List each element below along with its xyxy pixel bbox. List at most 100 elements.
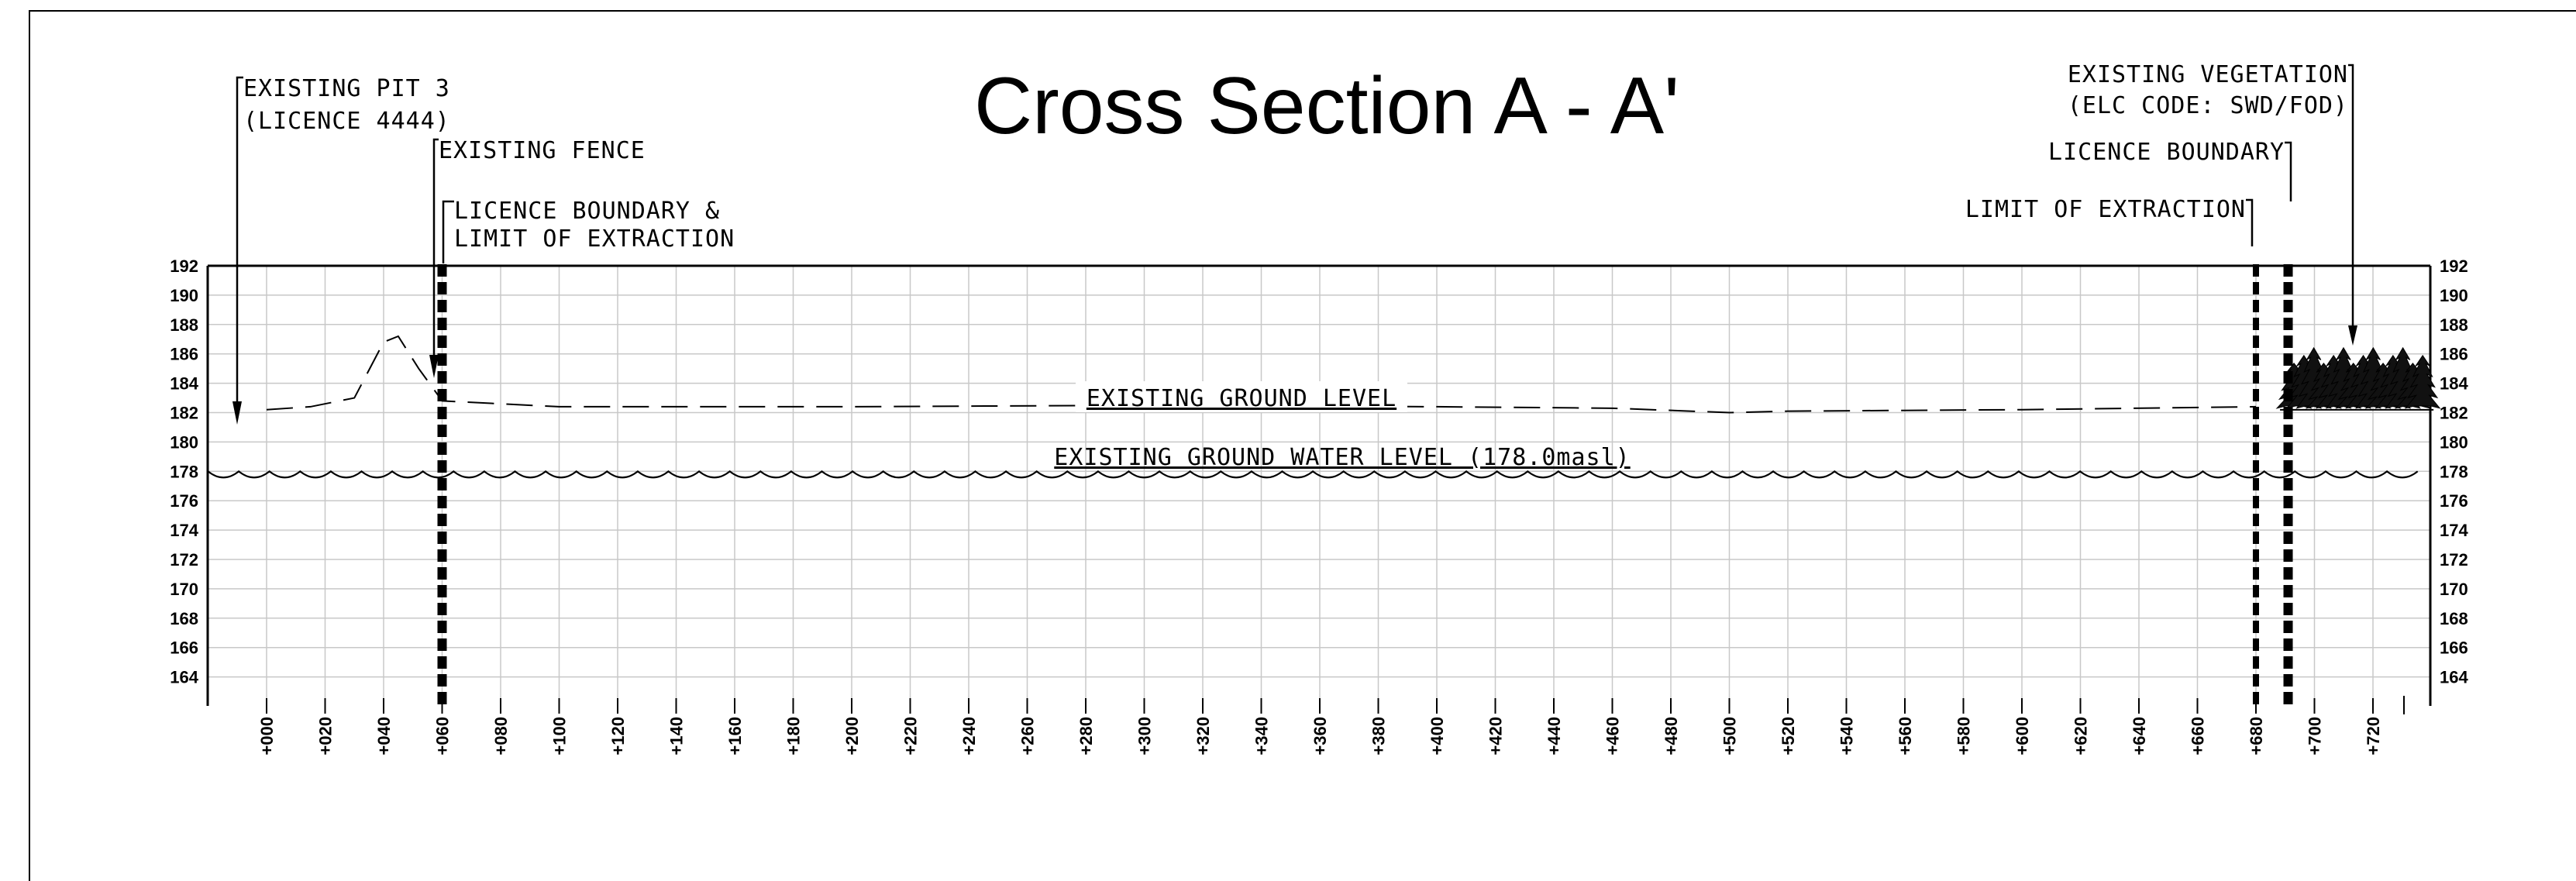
y-tick-label-right: 166 [2440, 638, 2468, 658]
leader-fence-arrow [429, 355, 439, 378]
y-tick-label-left: 164 [170, 668, 198, 687]
x-tick-label: +540 [1837, 717, 1857, 755]
x-tick-label: +480 [1662, 717, 1681, 755]
leader-vegetation [2348, 64, 2354, 333]
leader-licence-right [2285, 141, 2292, 201]
x-tick-label: +280 [1076, 717, 1096, 755]
callout-fence: EXISTING FENCE [439, 137, 646, 164]
x-tick-label: +700 [2306, 717, 2325, 755]
y-tick-label-left: 170 [170, 580, 198, 599]
boundary-lines [437, 264, 2293, 707]
leader-licence-left [442, 200, 454, 263]
ground-label-mask [1076, 381, 1407, 412]
x-tick-label: +400 [1427, 717, 1447, 755]
x-tick-label: +240 [959, 717, 979, 755]
y-tick-label-right: 182 [2440, 404, 2468, 423]
y-tick-label-right: 186 [2440, 345, 2468, 364]
y-tick-label-left: 178 [170, 462, 198, 481]
x-tick-label: +340 [1252, 717, 1272, 755]
x-tick-label: +100 [550, 717, 570, 755]
x-tick-label: +500 [1720, 717, 1740, 755]
tree [2404, 354, 2441, 409]
water-level-line [207, 470, 2419, 479]
sheet-border [29, 10, 2576, 881]
y-tick-label-right: 174 [2440, 521, 2468, 540]
x-tick-label: +640 [2130, 717, 2149, 755]
x-tick-label: +140 [667, 717, 687, 755]
y-tick-label-right: 188 [2440, 315, 2468, 335]
y-tick-label-left: 180 [170, 432, 198, 452]
y-axis-ticks: 192 192 190 190 188 188 186 186 184 184 182 182 180 1… [170, 256, 2468, 687]
callout-pit-line2: (LICENCE 4444) [243, 108, 450, 135]
callout-licence-left-line1: LICENCE BOUNDARY & [454, 198, 720, 225]
x-tick-label: +520 [1779, 717, 1798, 755]
x-tick-label: +720 [2364, 717, 2383, 755]
x-tick-label: +040 [374, 717, 394, 755]
drawing-title: Cross Section A - A' [974, 61, 1679, 151]
x-tick-label: +300 [1135, 717, 1155, 755]
y-tick-label-right: 176 [2440, 491, 2468, 511]
callout-limit-right: LIMIT OF EXTRACTION [1965, 196, 2246, 223]
x-tick-label: +580 [1954, 717, 1974, 755]
x-tick-label: +560 [1896, 717, 1915, 755]
x-tick-label: +060 [433, 717, 453, 755]
x-tick-label: +120 [608, 717, 628, 755]
water-level-path [207, 470, 2419, 479]
callout-licence-left-line2: LIMIT OF EXTRACTION [454, 225, 735, 253]
y-tick-label-left: 184 [170, 374, 198, 394]
y-tick-label-right: 192 [2440, 256, 2468, 276]
y-tick-label-left: 174 [170, 521, 198, 540]
x-tick-label: +320 [1193, 717, 1213, 755]
x-axis-ticks: +000 +020 +040 +060 +080 +100 +120 +140 +160 +180… [257, 698, 2383, 755]
y-tick-label-left: 186 [170, 345, 198, 364]
y-tick-label-right: 172 [2440, 550, 2468, 570]
y-tick-label-left: 168 [170, 609, 198, 628]
leader-fence [432, 138, 439, 363]
x-tick-label: +680 [2247, 717, 2266, 755]
y-tick-label-right: 180 [2440, 432, 2468, 452]
y-tick-label-left: 188 [170, 315, 198, 335]
callout-pit-line1: EXISTING PIT 3 [243, 75, 450, 102]
leader-pit-arrow [232, 401, 242, 425]
leader-pit [236, 76, 243, 415]
y-tick-label-right: 168 [2440, 609, 2468, 628]
y-tick-label-left: 176 [170, 491, 198, 511]
callout-licence-right: LICENCE BOUNDARY [2048, 139, 2285, 166]
y-tick-label-left: 166 [170, 638, 198, 658]
y-tick-label-right: 164 [2440, 668, 2468, 687]
x-tick-label: +200 [842, 717, 862, 755]
x-tick-label: +260 [1018, 717, 1038, 755]
x-tick-label: +380 [1369, 717, 1389, 755]
chart-frame [206, 264, 2432, 714]
x-tick-label: +020 [316, 717, 336, 755]
ground-level-path [266, 335, 2257, 414]
x-tick-label: +080 [491, 717, 511, 755]
leader-limit-right [2246, 198, 2254, 246]
leader-lines [232, 64, 2357, 425]
x-tick-label: +420 [1486, 717, 1506, 755]
x-tick-label: +220 [901, 717, 921, 755]
y-tick-label-left: 190 [170, 286, 198, 305]
x-tick-label: +160 [725, 717, 745, 755]
x-tick-label: +600 [2013, 717, 2032, 755]
x-tick-label: +440 [1545, 717, 1564, 755]
y-tick-label-right: 178 [2440, 462, 2468, 481]
y-tick-label-left: 182 [170, 404, 198, 423]
x-tick-label: +000 [257, 717, 277, 755]
y-tick-label-right: 184 [2440, 374, 2468, 394]
y-tick-label-right: 190 [2440, 286, 2468, 305]
callout-vegetation-line1: EXISTING VEGETATION [2068, 61, 2348, 88]
y-tick-label-left: 192 [170, 256, 198, 276]
x-tick-label: +180 [784, 717, 804, 755]
chart-grid [208, 265, 2430, 706]
callout-vegetation-line2: (ELC CODE: SWD/FOD) [2068, 92, 2348, 119]
ground-level-line [266, 335, 2257, 414]
x-tick-label: +620 [2071, 717, 2091, 755]
y-tick-label-left: 172 [170, 550, 198, 570]
x-tick-label: +460 [1603, 717, 1623, 755]
x-tick-label: +660 [2189, 717, 2208, 755]
leader-vegetation-arrow [2348, 325, 2357, 346]
water-level-label: EXISTING GROUND WATER LEVEL (178.0masl) [1054, 444, 1630, 471]
ground-level-label: EXISTING GROUND LEVEL [1087, 385, 1396, 412]
